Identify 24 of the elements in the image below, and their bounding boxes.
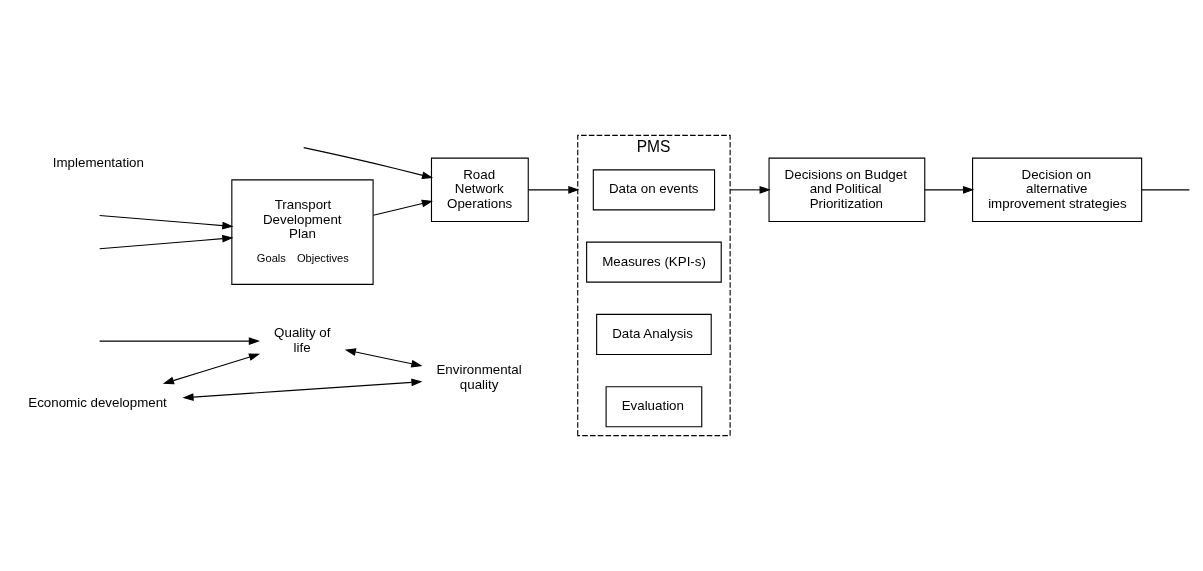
arrow [162, 353, 261, 385]
node-box: Transport Development Plan Goals Objectives [231, 179, 374, 285]
arrow [99, 234, 234, 250]
node-text: Environmental quality [436, 362, 522, 392]
arrow [729, 185, 771, 194]
arrow [182, 378, 423, 401]
node-box: Data Analysis [596, 313, 712, 355]
node-box: Road Network Operations [430, 157, 529, 223]
arrow [372, 199, 433, 216]
node-text: Quality of life [274, 325, 331, 355]
node-box: Data on events [592, 169, 716, 211]
arrow [99, 337, 260, 345]
node-box: Decisions on Budget and Political Prioritization [768, 157, 926, 223]
arrow [99, 214, 234, 230]
node-text: Economic development [28, 394, 167, 410]
connector [1141, 189, 1190, 191]
arrow [527, 185, 580, 194]
node-box: Measures (KPI-s) [586, 241, 722, 283]
arrow [344, 348, 423, 368]
label: Implementation [52, 154, 144, 170]
node-box: Evaluation [605, 386, 703, 428]
arrow [303, 147, 434, 180]
node-box: Decision on alternative improvement strategies [972, 157, 1143, 223]
arrow [924, 185, 975, 194]
